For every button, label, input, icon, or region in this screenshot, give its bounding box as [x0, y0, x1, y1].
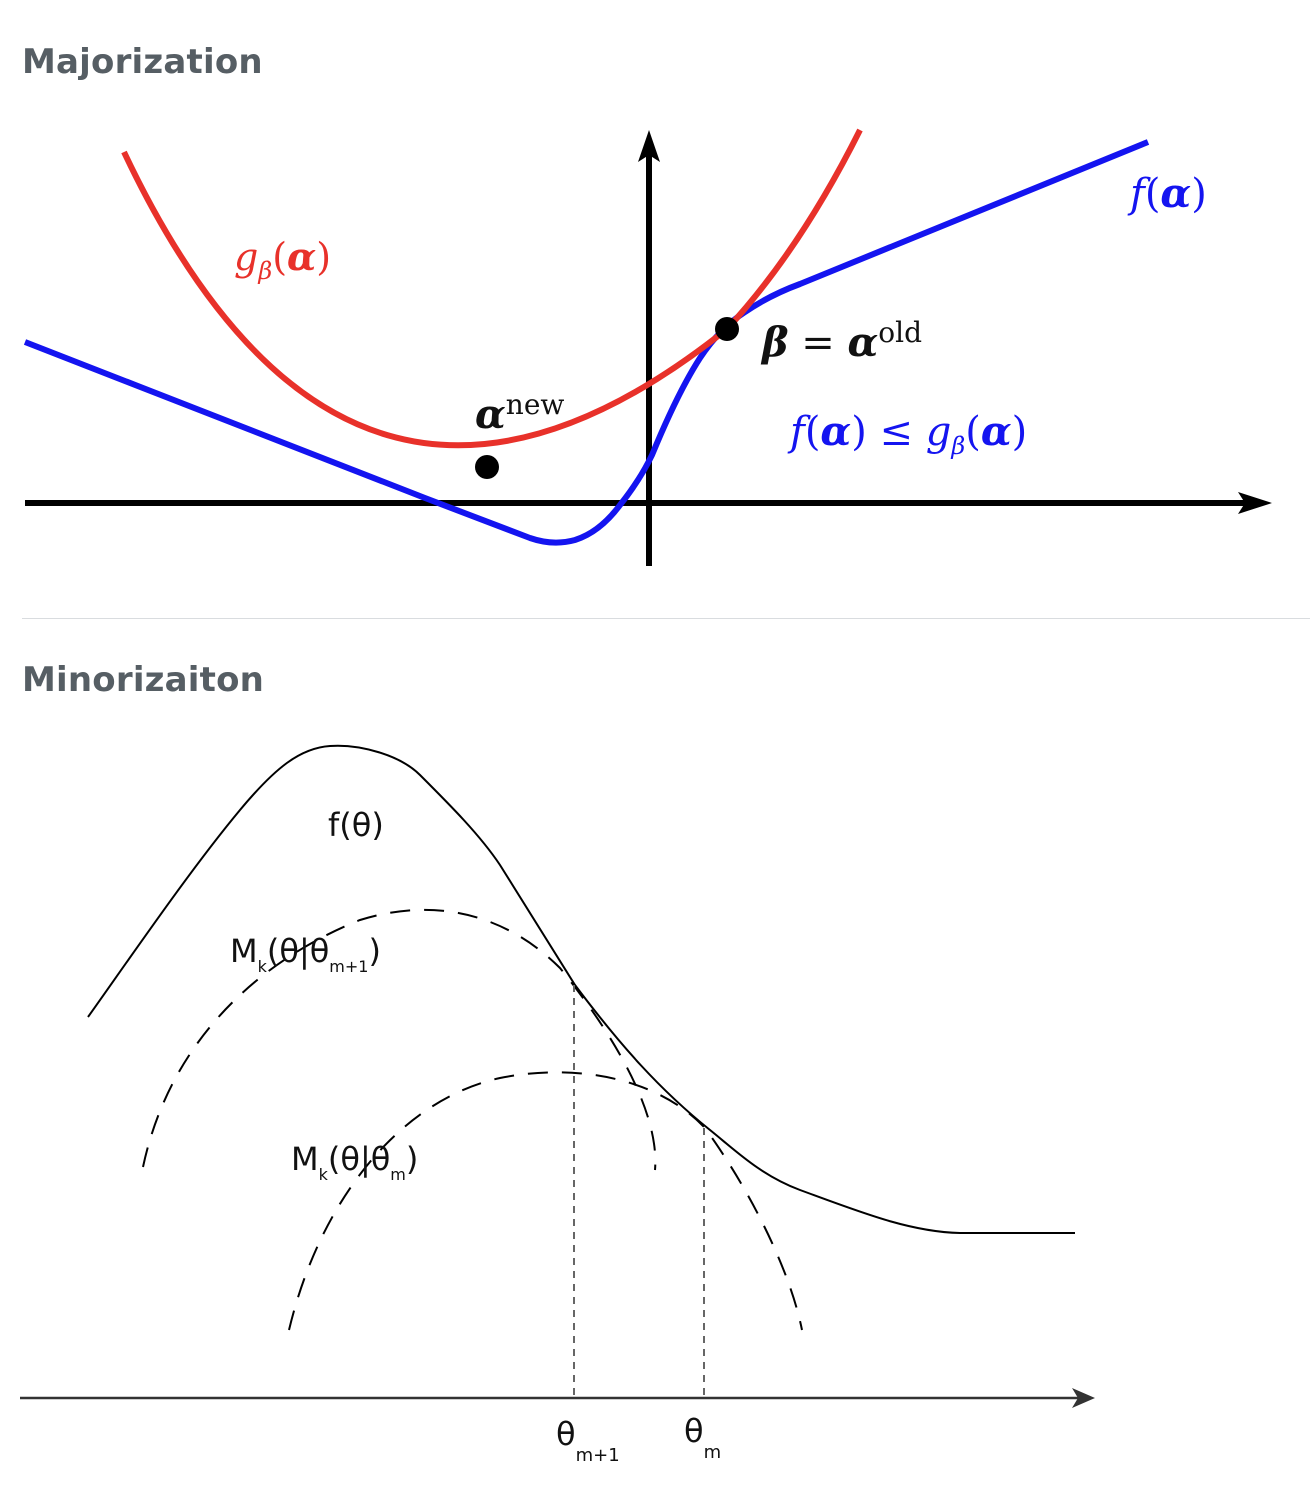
m-label: Mk(θ|θm)	[291, 1140, 418, 1184]
minorizer-m-curve	[288, 1071, 803, 1331]
section-divider	[22, 618, 1310, 619]
inequality-label: f(α) ≤ gβ(α)	[787, 408, 1027, 460]
minorization-diagram: f(θ) Mk(θ|θm+1) Mk(θ|θm) θm+1 θm	[20, 744, 1095, 1466]
f-theta-label: f(θ)	[328, 806, 384, 844]
majorization-diagram: gβ(α) f(α) αnew β = αold f(α) ≤ gβ(α)	[23, 128, 1272, 566]
majorizer-curve	[121, 128, 863, 449]
g-beta-label: gβ(α)	[234, 234, 331, 285]
majorization-heading: Majorization	[22, 42, 263, 82]
beta-equals-alpha-old-label: β = αold	[760, 316, 922, 366]
alpha-new-point	[475, 455, 499, 479]
f-alpha-label: f(α)	[1127, 170, 1207, 217]
minorization-heading: Minorizaiton	[22, 660, 265, 700]
x-axis-arrow	[1238, 492, 1272, 514]
m-plus-1-label: Mk(θ|θm+1)	[230, 932, 381, 976]
minorizer-m-plus-1-curve	[142, 908, 657, 1171]
f-theta-curve	[87, 744, 1075, 1234]
theta-m-plus-1-tick-label: θm+1	[556, 1415, 620, 1466]
alpha-new-label: αnew	[475, 388, 564, 438]
alpha-old-point	[715, 317, 739, 341]
theta-m-tick-label: θm	[684, 1412, 721, 1463]
y-axis-arrow	[638, 130, 660, 162]
theta-axis-arrow	[1072, 1388, 1095, 1408]
function-curve	[23, 139, 1150, 546]
